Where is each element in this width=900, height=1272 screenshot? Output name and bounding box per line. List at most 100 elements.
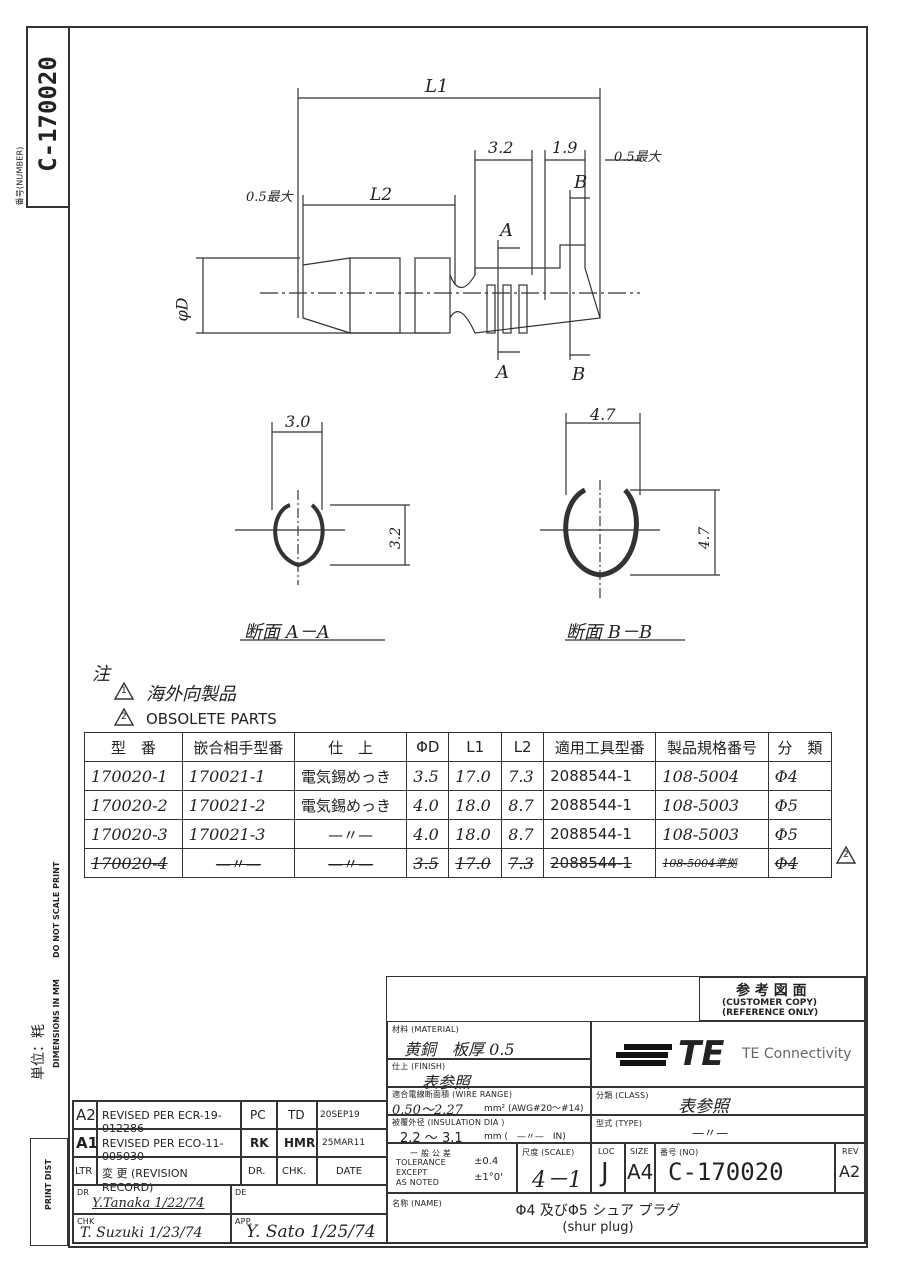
rev-chk-a1: HMR [277, 1129, 317, 1157]
reference-title: 参 考 図 面 [736, 983, 807, 999]
table-row: 170020-2 170021-2 電気錫めっき 4.0 18.0 8.7 20… [84, 790, 833, 820]
row4-flag-number: 2 [843, 850, 849, 860]
de-cell: DE [231, 1185, 387, 1214]
dim-05max-right: 0.5最大 [614, 150, 661, 165]
cell: 170021-2 [181, 790, 296, 820]
revision-table: A2 REVISED PER ECR-19-012286 PC TD 20SEP… [72, 1100, 387, 1194]
cell: 108-5003 [655, 790, 769, 820]
cell: Φ5 [767, 819, 833, 849]
cell: Φ5 [767, 790, 833, 820]
rev-desc-a2: REVISED PER ECR-19-012286 [97, 1101, 241, 1135]
dr-label: DR [77, 1188, 90, 1197]
margin-noscale: DO NOT SCALE PRINT [52, 861, 61, 958]
cell: 2088544-1 [543, 790, 657, 820]
section-b-bottom: B [572, 364, 586, 385]
app-cell: APP. Y. Sato 1/25/74 [231, 1214, 387, 1243]
dr-cell: DR Y.Tanaka 1/22/74 [73, 1185, 231, 1214]
col-header: 仕 上 [294, 732, 408, 762]
cell: 4.0 [406, 819, 450, 849]
obsolete-triangle-icon [835, 845, 857, 864]
notes-title: 注 [92, 664, 110, 685]
rev-head-chk: CHK. [277, 1157, 317, 1185]
cell: 18.0 [448, 790, 503, 820]
cell: 108-5003 [655, 819, 769, 849]
cell: —〃— [294, 819, 408, 849]
rev-value: A2 [839, 1162, 861, 1181]
wire-value: 0.50～2.27 [392, 1103, 463, 1118]
type-value: —〃— [692, 1126, 729, 1140]
rev-head-date: DATE [317, 1157, 387, 1185]
col-header: 製品規格番号 [655, 732, 769, 762]
wire-label: 適合電線断面積 (WIRE RANGE) [392, 1090, 513, 1099]
section-b-top: B [574, 172, 588, 193]
dim-l1: L1 [425, 76, 449, 97]
rev-head-desc: 変 更 (REVISION RECORD) [97, 1157, 241, 1194]
col-header: 嵌合相手型番 [181, 732, 296, 762]
company-name: TE Connectivity [742, 1046, 852, 1062]
wire-cell: 適合電線断面積 (WIRE RANGE) 0.50～2.27 mm² (AWG#… [387, 1087, 591, 1118]
cell: 電気錫めっき [294, 761, 408, 791]
rev-ltr-a2: A2 [73, 1101, 97, 1129]
cell: 3.5 [406, 761, 450, 791]
dr-signature: Y.Tanaka 1/22/74 [92, 1196, 205, 1211]
cell: 7.3 [501, 761, 545, 791]
material-cell: 材料 (MATERIAL) 黄銅 板厚 0.5 [387, 1021, 591, 1059]
cell: 17.0 [448, 848, 503, 878]
reference-sub2: (REFERENCE ONLY) [722, 1008, 819, 1018]
col-header: 適用工具型番 [543, 732, 657, 762]
dim-3-2: 3.2 [488, 138, 514, 157]
cell: 3.5 [406, 848, 450, 878]
cell: 8.7 [501, 790, 545, 820]
wire-unit: mm² (AWG#20～#14) [484, 1104, 584, 1114]
tolerance-label4: AS NOTED [396, 1178, 440, 1187]
cell: 4.0 [406, 790, 450, 820]
col-header: 型 番 [84, 732, 183, 762]
technical-drawing [196, 88, 720, 641]
drawing-frame [68, 26, 868, 1248]
chk-cell: CHK T. Suzuki 1/23/74 [73, 1214, 231, 1243]
cell: 18.0 [448, 819, 503, 849]
cell: 108-5004準拠 [655, 848, 769, 878]
cell: 170021-1 [181, 761, 296, 791]
rev-dr-a1: RK [241, 1129, 277, 1157]
table-row: 170020-1 170021-1 電気錫めっき 3.5 17.0 7.3 20… [84, 761, 833, 791]
table-row: 170020-3 170021-3 —〃— 4.0 18.0 8.7 20885… [84, 819, 833, 849]
table-header-row: 型 番 嵌合相手型番 仕 上 ΦD L1 L2 適用工具型番 製品規格番号 分 … [84, 732, 833, 762]
cell: —〃— [294, 848, 408, 878]
insulation-value: 2.2 ～ 3.1 [400, 1131, 463, 1146]
col-header: ΦD [406, 732, 450, 762]
insulation-cell: 被覆外径 (INSULATION DIA ) 2.2 ～ 3.1 mm ( —〃… [387, 1115, 591, 1146]
rev-date-a2: 20SEP19 [317, 1101, 387, 1129]
size-label: SIZE [630, 1147, 649, 1156]
note-triangle-icon [113, 681, 135, 700]
note2-number: 2 [121, 712, 127, 722]
col-header: L1 [448, 732, 503, 762]
tolerance-value2: ±1°0' [474, 1172, 503, 1183]
app-label: APP. [235, 1217, 253, 1226]
cell: 17.0 [448, 761, 503, 791]
finish-cell: 仕上 (FINISH) 表参照 [387, 1059, 591, 1092]
rev-desc-a1: REVISED PER ECO-11-005030 [97, 1129, 241, 1163]
cell: Φ4 [767, 761, 833, 791]
col-header: 分 類 [767, 732, 833, 762]
tolerance-label3: EXCEPT [396, 1168, 428, 1177]
section-aa-height: 3.2 [388, 526, 405, 550]
name-value-en: (shur plug) [562, 1220, 634, 1235]
name-label: 名称 (NAME) [392, 1199, 442, 1208]
cell: Φ4 [767, 848, 833, 878]
size-cell: SIZE A4 [625, 1143, 655, 1193]
reference-box: 参 考 図 面 (CUSTOMER COPY) (REFERENCE ONLY) [699, 977, 865, 1021]
cell: 170021-3 [181, 819, 296, 849]
section-aa-title: 断面 A－A [244, 622, 330, 643]
number-cell: 番号 (NO) C-170020 [655, 1143, 835, 1193]
cell: 170020-3 [84, 819, 183, 849]
rev-date-a1: 25MAR11 [317, 1129, 387, 1157]
rev-chk-a2: TD [277, 1101, 317, 1129]
rev-cell: REV A2 [835, 1143, 865, 1193]
class-label: 分類 (CLASS) [596, 1091, 649, 1100]
dim-1-9: 1.9 [552, 138, 578, 157]
loc-cell: LOC J [591, 1143, 625, 1193]
cell: 2088544-1 [543, 761, 657, 791]
cell: 170020-2 [84, 790, 183, 820]
note1-text: 海外向製品 [146, 684, 236, 705]
